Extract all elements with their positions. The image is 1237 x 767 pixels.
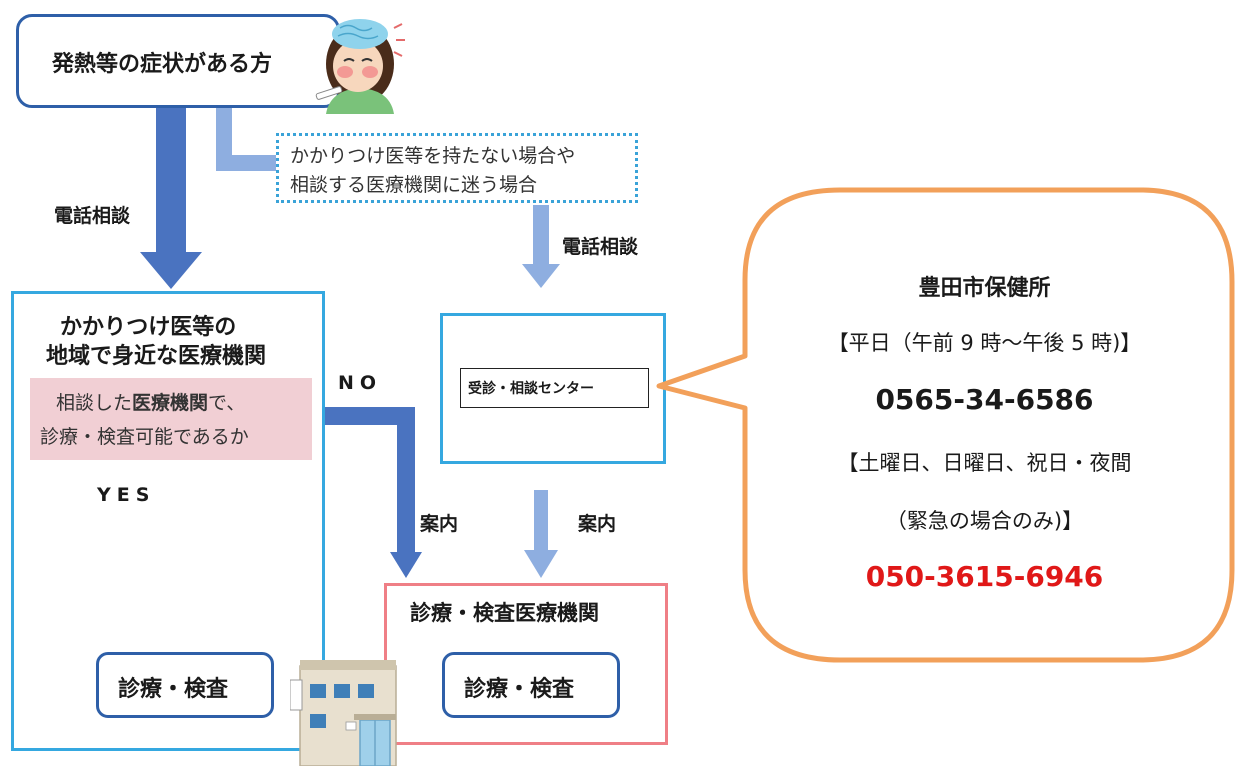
question-line1-c: で、: [208, 392, 246, 414]
left-phone-label: 電話相談: [54, 205, 131, 227]
testing-facility-result-label: 診療・検査: [464, 677, 575, 702]
question-line2: 診療・検査可能であるか: [40, 426, 249, 448]
no-arrow-path: [312, 407, 415, 555]
testing-facility-result-box: [442, 652, 620, 718]
consultation-center-inner-box: [460, 368, 649, 408]
family-doctor-title-line1: かかりつけ医等の: [60, 315, 237, 340]
bubble-holiday-line2: （緊急の場合のみ)】: [885, 509, 1084, 533]
no-family-doctor-box: [276, 133, 638, 203]
bubble-title: 豊田市保健所: [918, 276, 1051, 301]
hospital-building-icon: [290, 660, 397, 766]
symptom-box-label: 発熱等の症状がある方: [52, 52, 273, 77]
light-connector: [216, 108, 276, 171]
no-family-doctor-line2: 相談する医療機関に迷う場合: [290, 174, 538, 196]
family-doctor-title-line2: 地域で身近な医療機関: [46, 344, 267, 369]
family-doctor-result-box: [96, 652, 274, 718]
question-line1: 相談した医療機関で、: [56, 388, 245, 415]
no-family-doctor-line1: かかりつけ医等を持たない場合や: [290, 145, 576, 167]
center-top-arrow-shaft: [533, 205, 549, 267]
consultation-center-label: 受診・相談センター: [468, 381, 594, 397]
no-label: NO: [338, 372, 383, 394]
center-top-arrow-head: [522, 264, 560, 288]
yes-label: YES: [97, 484, 156, 506]
bubble-weekday-hours: 【平日（午前 9 時～午後 5 時)】: [827, 331, 1142, 355]
center-phone-label: 電話相談: [562, 236, 639, 258]
left-main-arrow-shaft: [156, 108, 186, 258]
bubble-holiday-phone: 050-3615-6946: [865, 560, 1104, 593]
guide-label-right: 案内: [578, 513, 617, 535]
left-main-arrow-head: [140, 252, 202, 289]
symptom-box: [16, 14, 340, 108]
bubble-holiday-line1: 【土曜日、日曜日、祝日・夜間: [837, 451, 1132, 475]
center-bottom-arrow-head: [524, 550, 558, 578]
no-arrow-head: [390, 552, 422, 578]
family-doctor-result-label: 診療・検査: [118, 677, 229, 702]
testing-facility-title: 診療・検査医療機関: [410, 601, 599, 625]
center-bottom-arrow-shaft: [534, 490, 548, 552]
bubble-weekday-phone: 0565-34-6586: [875, 383, 1094, 416]
guide-label-left: 案内: [420, 513, 459, 535]
question-line1-a: 相談した: [56, 392, 133, 414]
sick-person-icon: [315, 19, 405, 114]
question-box: [30, 378, 312, 460]
question-line1-b: 医療機関: [132, 392, 209, 414]
